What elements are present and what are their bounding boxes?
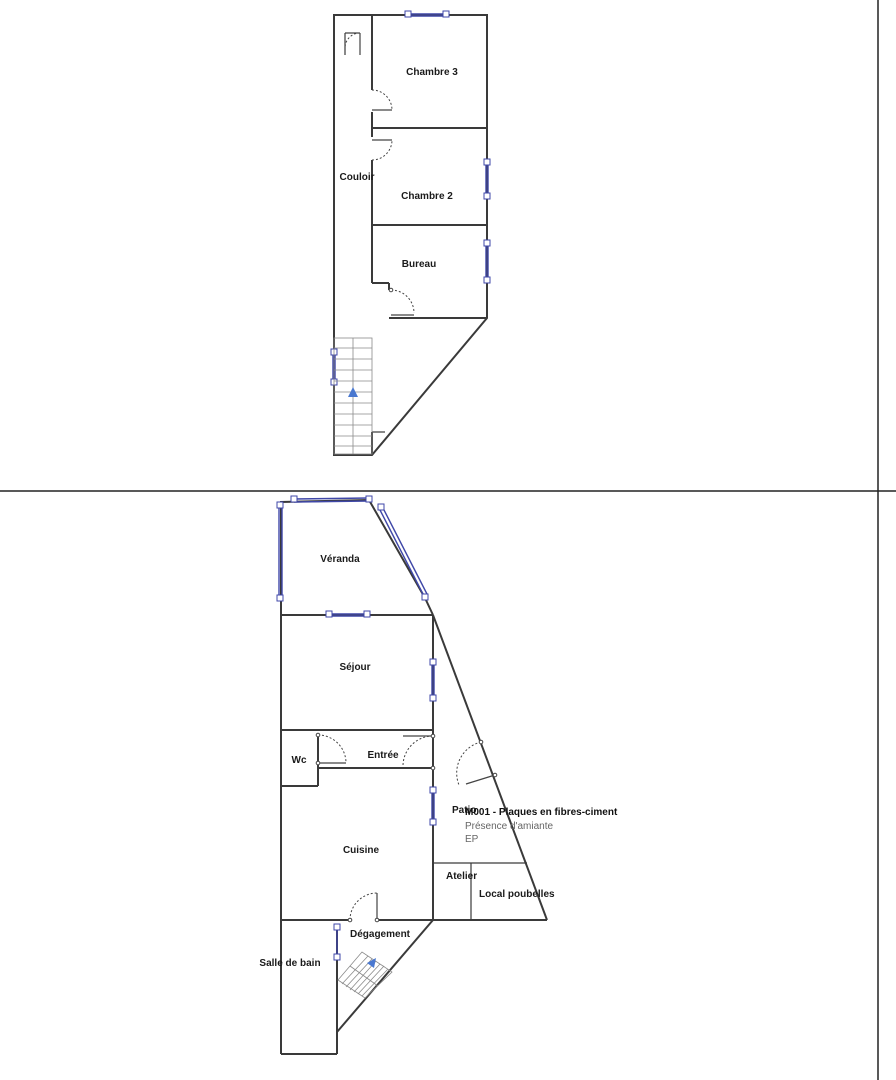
room-label-bureau: Bureau — [402, 259, 436, 270]
room-label-couloir: Couloir — [340, 172, 375, 183]
annotation-subtitle: Présence d'amiante — [465, 821, 554, 832]
ground-doors — [315, 732, 498, 923]
ground-labels: Véranda Séjour Wc Entrée Cuisine Atelier… — [259, 554, 555, 969]
upper-doors — [344, 32, 415, 316]
ground-floor: Véranda Séjour Wc Entrée Cuisine Atelier… — [259, 495, 618, 1055]
upper-labels: Chambre 3 Chambre 2 Couloir Bureau — [340, 67, 459, 270]
room-label-chambre3: Chambre 3 — [406, 67, 458, 78]
room-label-patio: Patio — [452, 805, 476, 816]
annotation-title: M001 - Plaques en fibres-ciment — [465, 807, 618, 818]
room-label-wc: Wc — [292, 755, 307, 766]
room-label-chambre2: Chambre 2 — [401, 191, 453, 202]
room-label-sejour: Séjour — [339, 662, 370, 673]
upper-walls — [333, 14, 488, 456]
ground-windows — [276, 495, 437, 961]
upper-stairs — [333, 337, 373, 455]
room-label-degagement: Dégagement — [350, 929, 411, 940]
upper-floor: Chambre 3 Chambre 2 Couloir Bureau — [330, 10, 491, 456]
room-label-entree: Entrée — [367, 750, 399, 761]
room-label-veranda: Véranda — [320, 554, 360, 565]
room-label-local-poubelles: Local poubelles — [479, 889, 555, 900]
room-label-salle-de-bain: Salle de bain — [259, 958, 320, 969]
stair-up-arrow-icon — [367, 958, 376, 968]
ground-stairs — [337, 951, 393, 999]
asbestos-annotation: M001 - Plaques en fibres-ciment Présence… — [465, 807, 618, 845]
ground-walls — [280, 498, 548, 1055]
annotation-code: EP — [465, 834, 479, 845]
room-label-atelier: Atelier — [446, 871, 477, 882]
stair-up-arrow-icon — [348, 387, 358, 397]
room-label-cuisine: Cuisine — [343, 845, 380, 856]
